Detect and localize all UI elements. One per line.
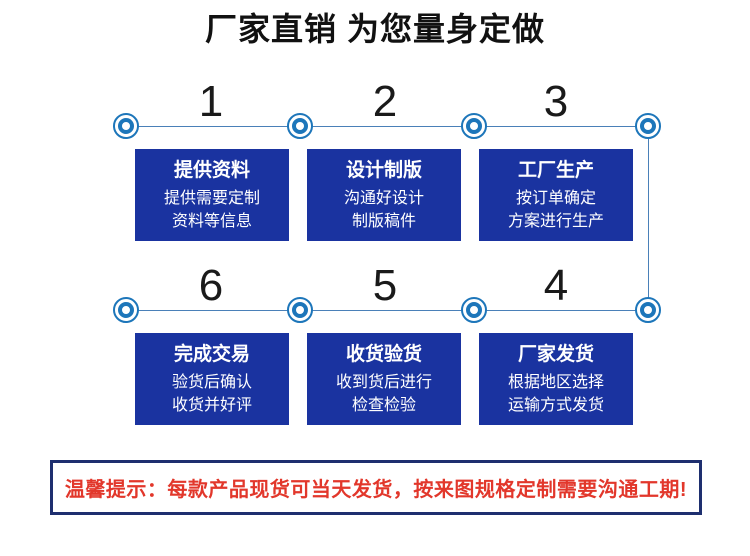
step-box-desc-line: 沟通好设计	[343, 190, 424, 207]
flow-node-inner-ring	[466, 302, 482, 318]
step-box-title: 厂家发货	[517, 344, 594, 365]
step-box-desc-line: 按订单确定	[515, 190, 596, 207]
step-box-desc-line: 收货并好评	[171, 397, 252, 414]
step-box-1: 提供资料 提供需要定制 资料等信息	[135, 149, 289, 241]
step-box-desc-line: 提供需要定制	[163, 190, 260, 207]
flow-node	[635, 113, 661, 139]
connector-line-vertical	[648, 126, 649, 310]
flow-node	[287, 297, 313, 323]
flow-node	[635, 297, 661, 323]
step-number-2: 2	[372, 77, 398, 126]
flow-node	[113, 113, 139, 139]
step-number-5: 5	[372, 261, 398, 310]
step-box-desc-line: 收到货后进行	[335, 374, 432, 391]
step-box-desc-line: 检查检验	[351, 397, 416, 414]
step-number-3: 3	[543, 77, 569, 126]
flow-node-inner-ring	[118, 118, 134, 134]
step-box-5: 收货验货 收到货后进行 检查检验	[307, 333, 461, 425]
step-box-6: 完成交易 验货后确认 收货并好评	[135, 333, 289, 425]
connector-line-top	[126, 126, 648, 127]
flow-node-inner-ring	[640, 302, 656, 318]
step-box-3: 工厂生产 按订单确定 方案进行生产	[479, 149, 633, 241]
flow-node-inner-ring	[118, 302, 134, 318]
step-box-desc-line: 方案进行生产	[507, 213, 604, 230]
step-number-4: 4	[543, 261, 569, 310]
step-box-4: 厂家发货 根据地区选择 运输方式发货	[479, 333, 633, 425]
flow-node-inner-ring	[292, 118, 308, 134]
flow-node	[287, 113, 313, 139]
step-number-1: 1	[198, 77, 224, 126]
notice-text: 温馨提示：每款产品现货可当天发货，按来图规格定制需要沟通工期!	[64, 479, 688, 501]
step-box-title: 提供资料	[173, 160, 250, 181]
connector-line-bottom	[126, 310, 648, 311]
step-box-desc-line: 运输方式发货	[507, 397, 604, 414]
flow-node	[461, 297, 487, 323]
step-box-title: 完成交易	[173, 344, 250, 365]
notice-box: 温馨提示：每款产品现货可当天发货，按来图规格定制需要沟通工期!	[50, 460, 702, 515]
step-box-2: 设计制版 沟通好设计 制版稿件	[307, 149, 461, 241]
step-box-desc-line: 根据地区选择	[507, 374, 604, 391]
step-box-desc-line: 验货后确认	[171, 374, 252, 391]
flow-node-inner-ring	[292, 302, 308, 318]
step-box-title: 工厂生产	[517, 160, 594, 181]
step-number-6: 6	[198, 261, 224, 310]
step-box-title: 设计制版	[345, 160, 422, 181]
step-box-title: 收货验货	[345, 344, 422, 365]
step-box-desc-line: 制版稿件	[351, 213, 416, 230]
flow-node-inner-ring	[640, 118, 656, 134]
flow-node	[113, 297, 139, 323]
flow-node-inner-ring	[466, 118, 482, 134]
page-title: 厂家直销 为您量身定做	[205, 11, 545, 47]
step-box-desc-line: 资料等信息	[171, 213, 252, 230]
flow-node	[461, 113, 487, 139]
